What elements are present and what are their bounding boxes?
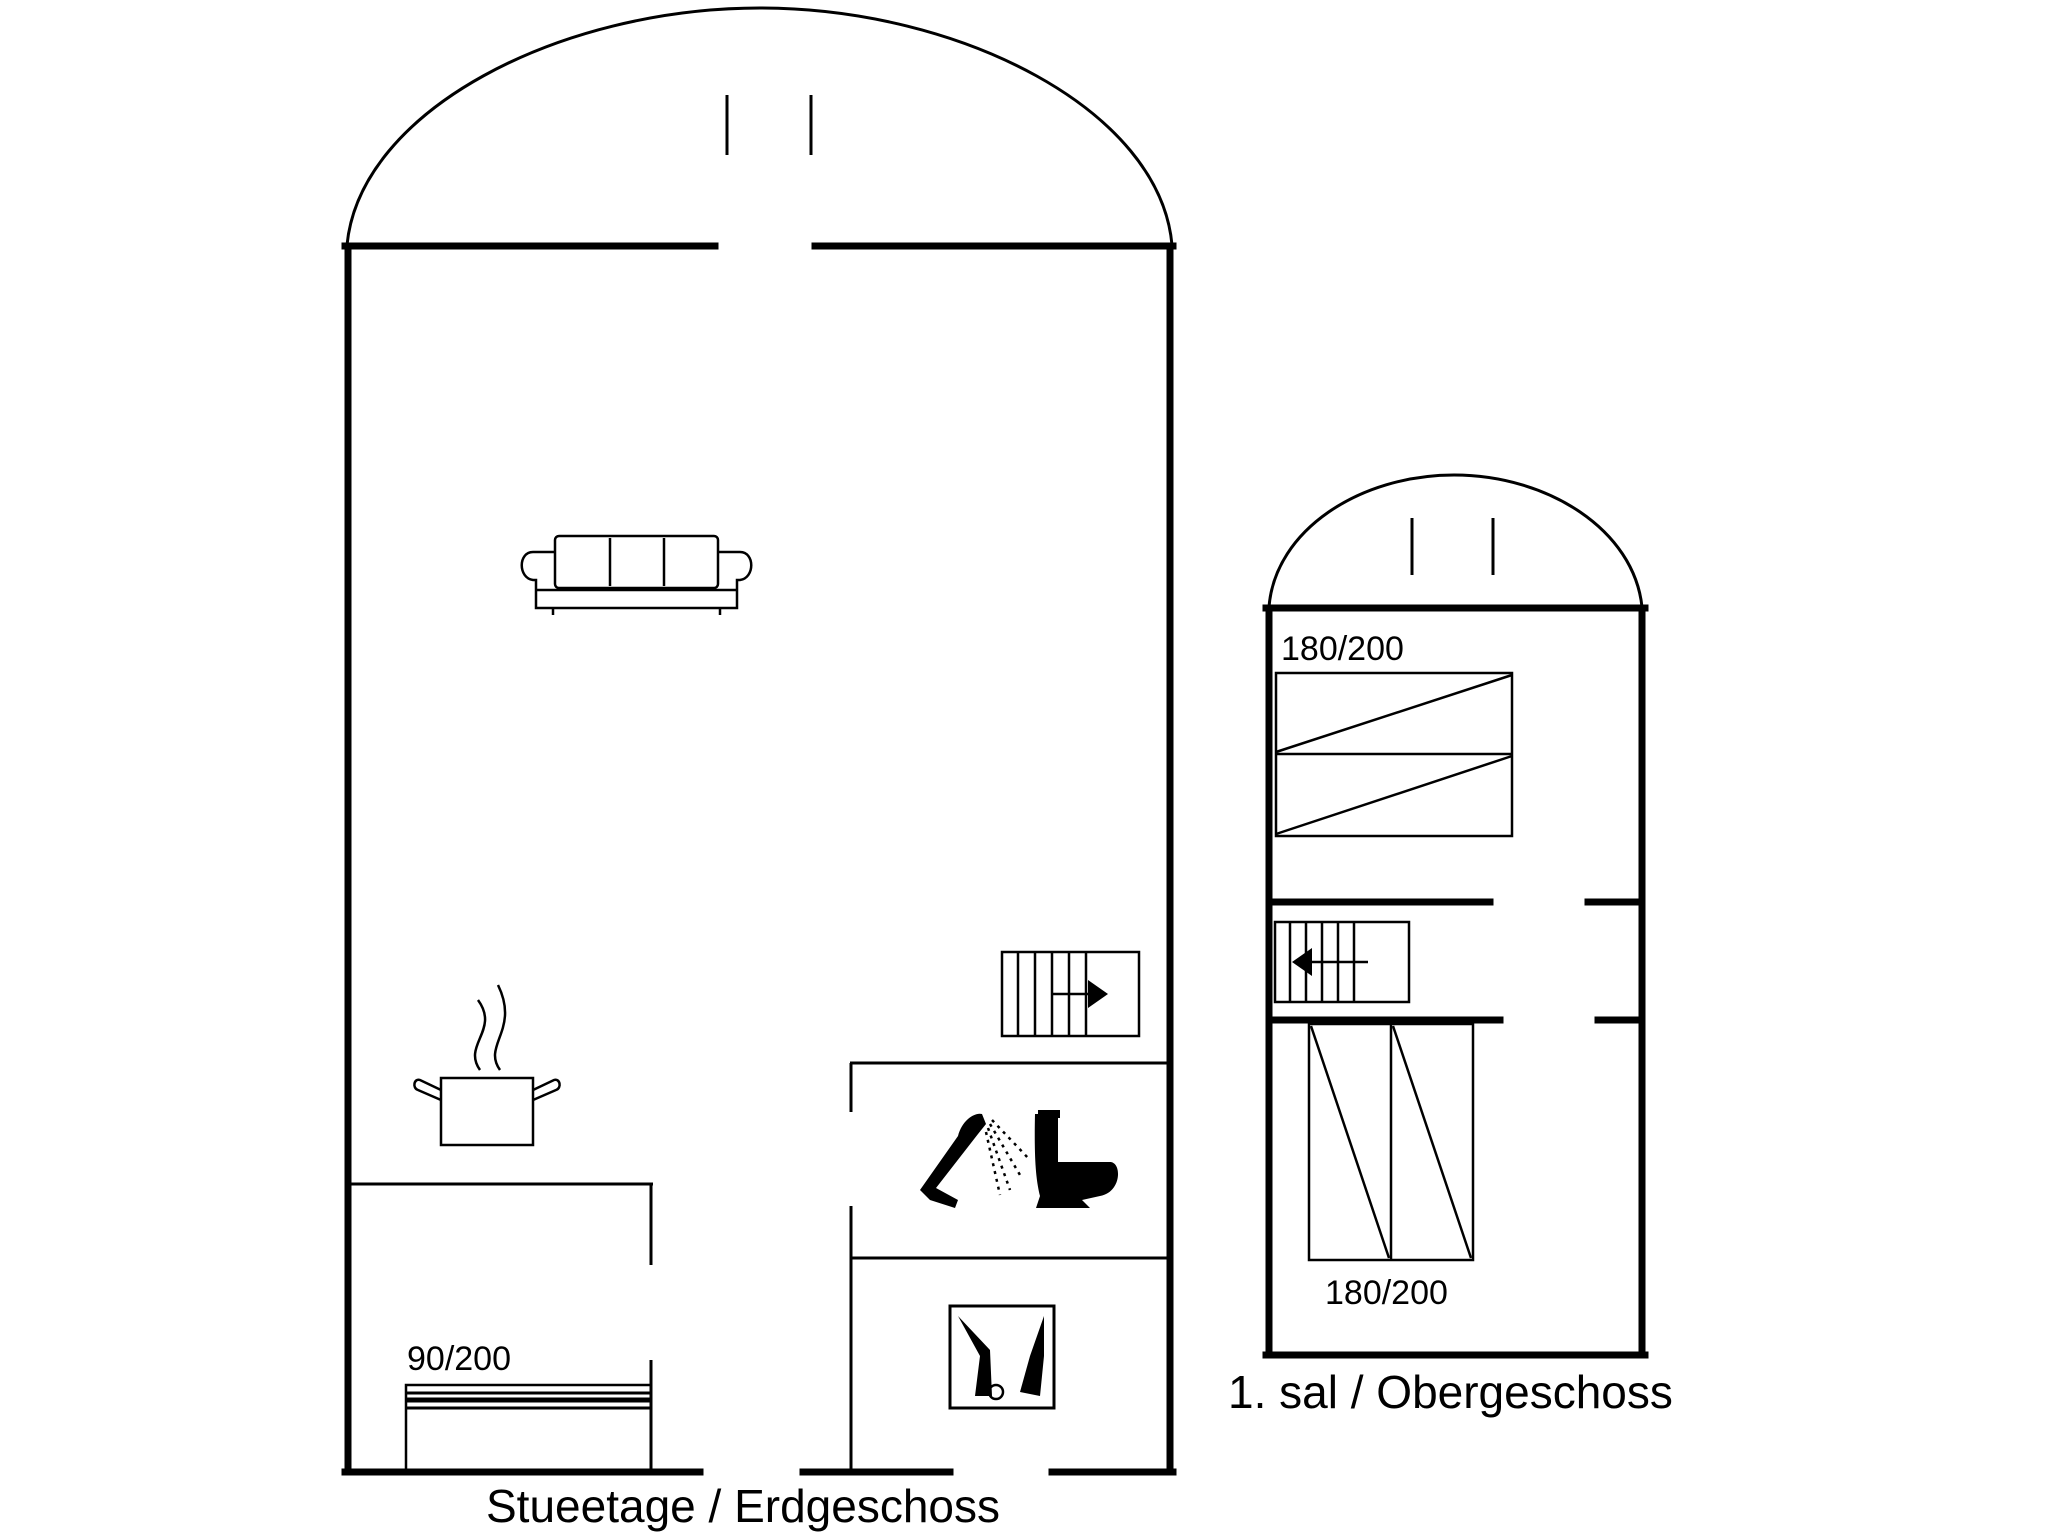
upper-bed-bottom-label: 180/200 xyxy=(1325,1274,1448,1312)
double-bed-top-icon xyxy=(1274,671,1514,838)
upper-bed-top-label: 180/200 xyxy=(1281,630,1404,668)
utility-room-icon xyxy=(948,1304,1056,1410)
staircase-down-icon xyxy=(1273,920,1411,1004)
single-bed-icon xyxy=(404,1383,653,1474)
staircase-up-icon xyxy=(1000,950,1141,1038)
double-bed-bottom-icon xyxy=(1307,1022,1475,1262)
upper-floor-caption: 1. sal / Obergeschoss xyxy=(1228,1366,1673,1418)
shower-icon xyxy=(920,1113,1031,1208)
toilet-icon xyxy=(1034,1110,1119,1208)
ground-floor-caption: Stueetage / Erdgeschoss xyxy=(486,1480,1000,1532)
sofa-icon xyxy=(520,534,753,615)
upper-floor-bay-arc xyxy=(1267,473,1644,608)
cooking-pot-icon xyxy=(413,984,561,1147)
upper-floor: 180/200 180/200 1. sal / Obergeschoss xyxy=(1228,473,1673,1418)
ground-floor-bay-arc xyxy=(345,6,1174,246)
ground-bed-label: 90/200 xyxy=(407,1340,511,1378)
ground-floor: 90/200 xyxy=(341,6,1177,1532)
